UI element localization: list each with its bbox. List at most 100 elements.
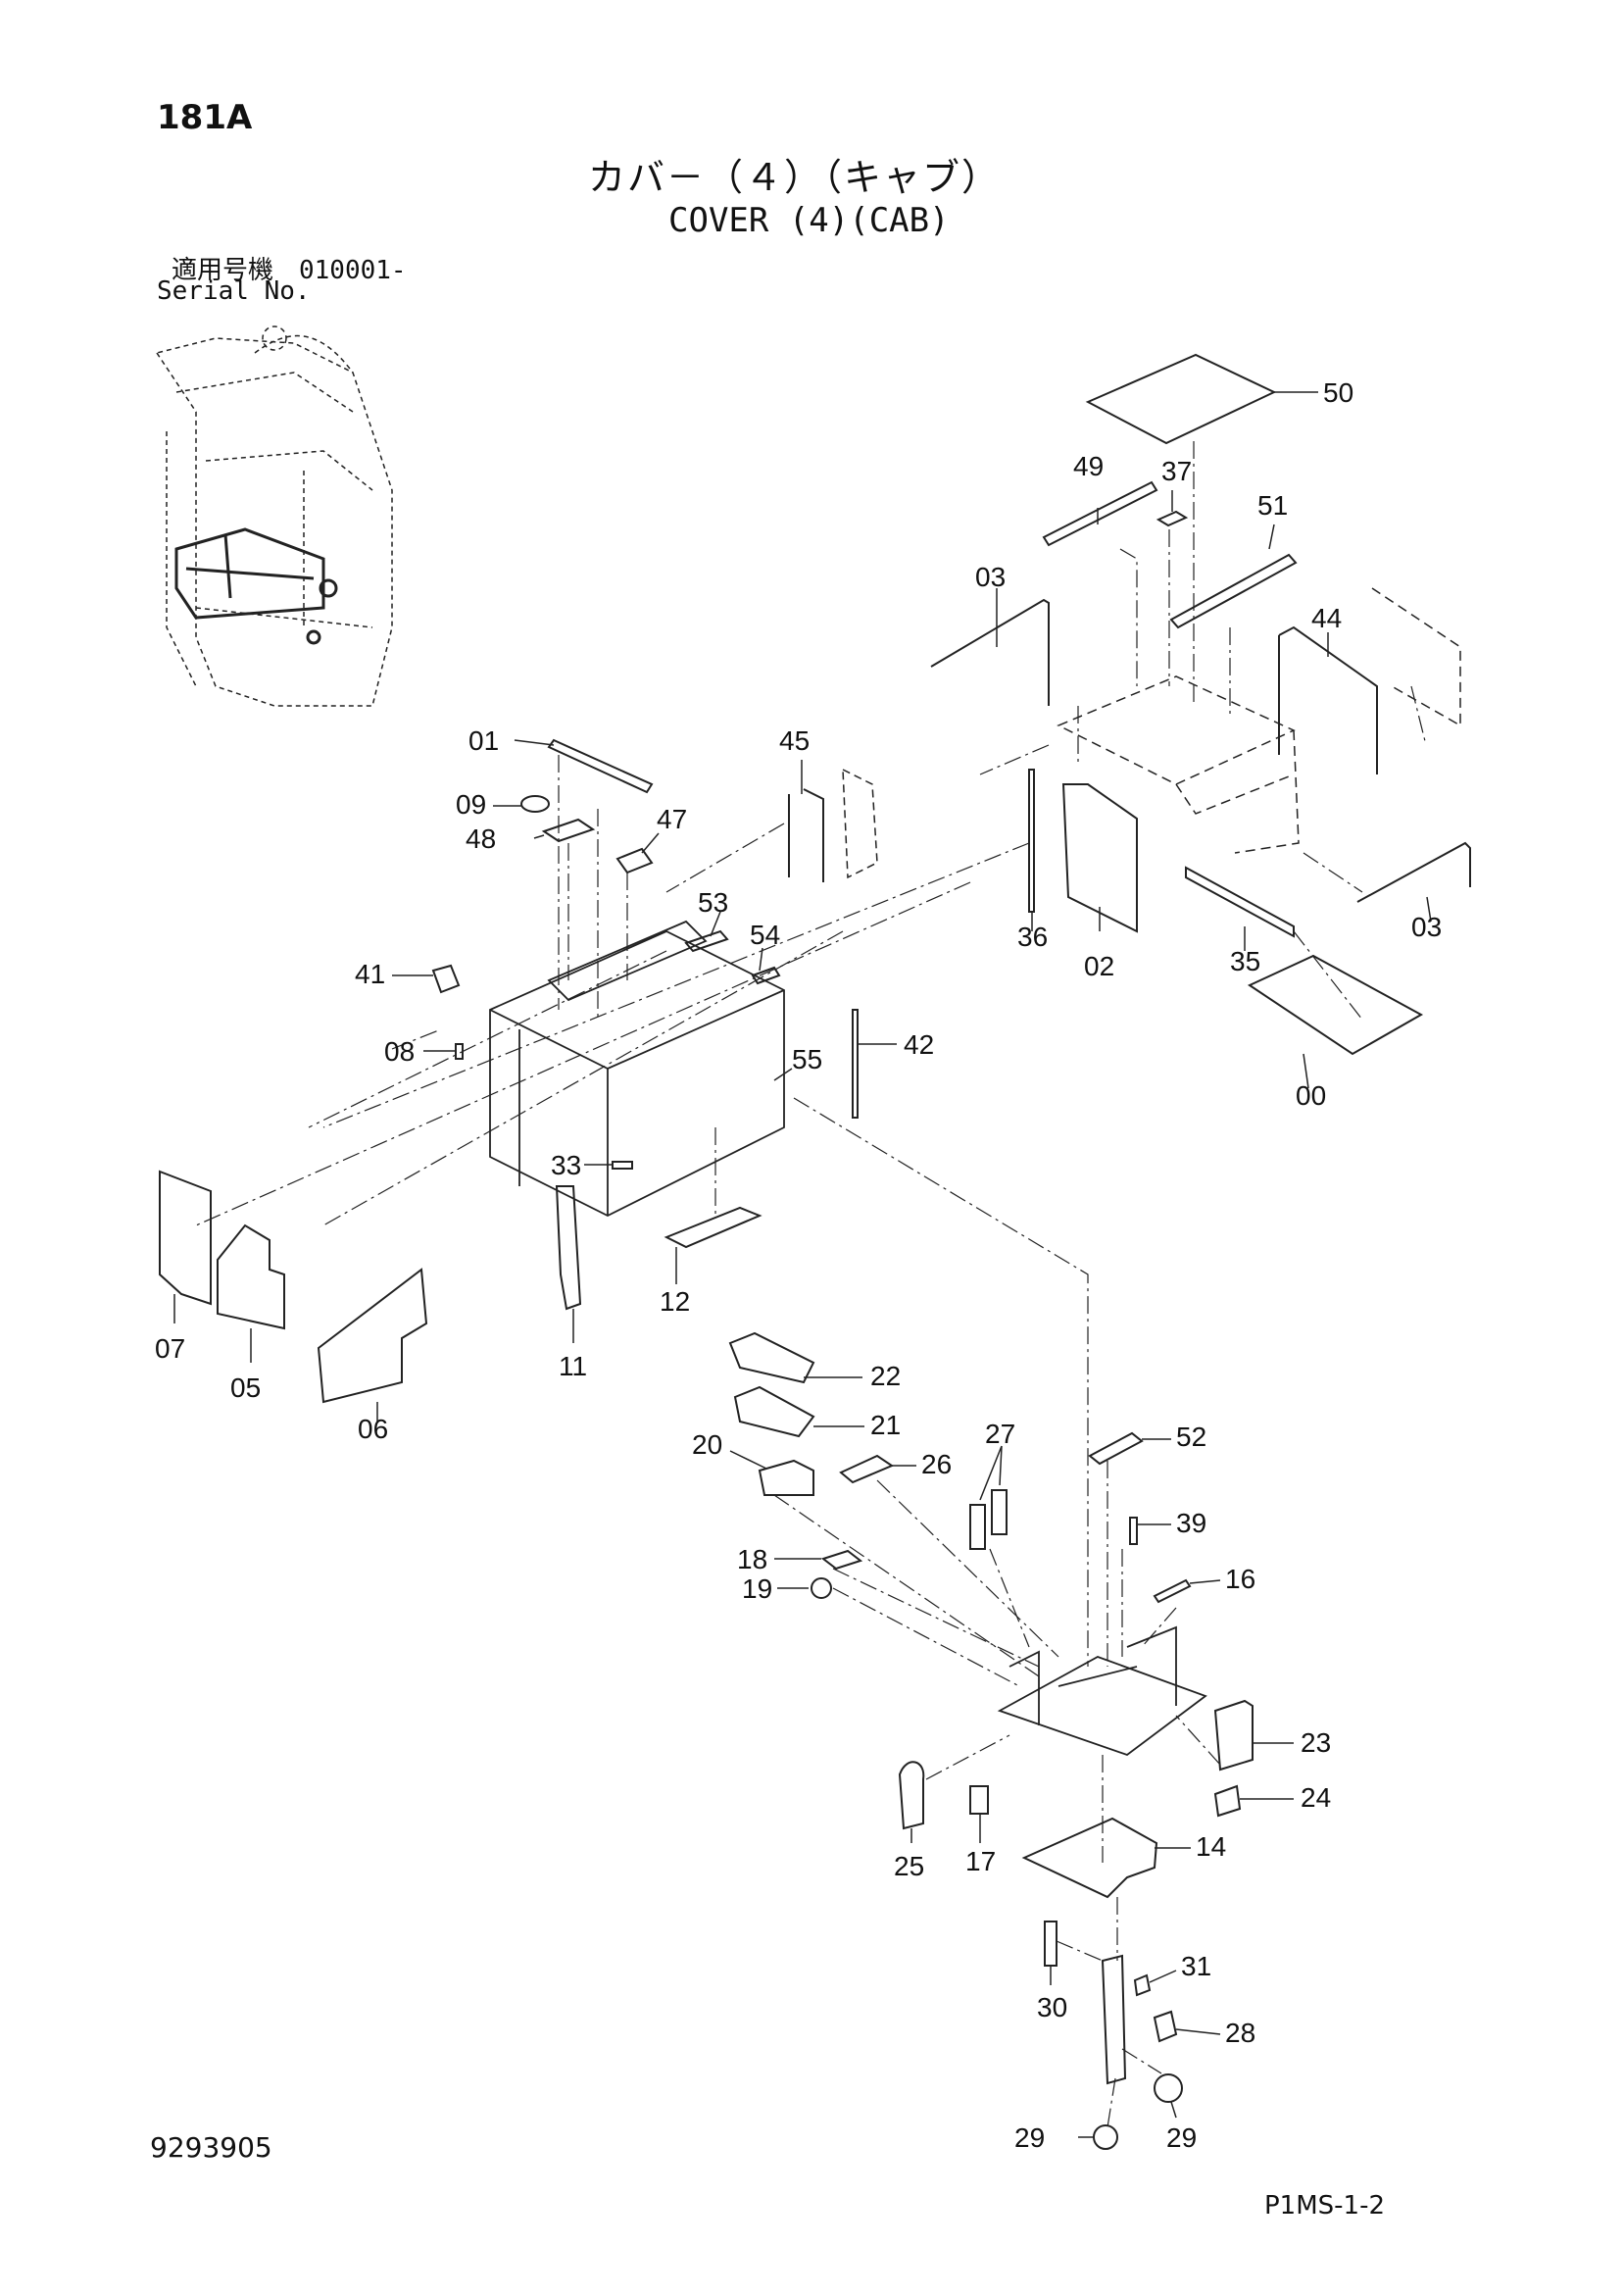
part-label: 16 [1225,1564,1255,1594]
part-51-strip [1169,553,1298,629]
part-07-panel [159,1170,212,1306]
part-45-panel [842,768,878,879]
part-02-panel [1061,783,1138,933]
part-06-panels [317,1268,428,1404]
part-42-strip [852,1009,859,1119]
part-24-connector [1213,1784,1242,1818]
highlighted-assembly-thumbnail [174,527,338,645]
part-label: 03 [975,562,1006,592]
part-label: 20 [692,1429,722,1460]
part-11-bracket [555,1185,582,1311]
part-03-seal-upper [930,598,1050,706]
part-label: 55 [792,1044,822,1074]
part-label: 26 [921,1449,952,1479]
part-53-pad [684,929,729,953]
page-title-english: COVER (4)(CAB) [668,201,950,240]
part-label: 39 [1176,1508,1206,1538]
part-label: 06 [358,1414,388,1444]
part-23-relay [1213,1699,1254,1772]
part-label: 11 [559,1351,587,1381]
part-label: 09 [456,789,486,820]
part-09-cap [520,795,550,813]
part-label: 27 [985,1419,1015,1449]
part-25-hose [898,1761,925,1830]
part-20-block [758,1459,814,1496]
part-31-clip [1133,1973,1152,1997]
part-18-pad [820,1549,863,1571]
part-label: 41 [355,959,385,989]
part-label: 02 [1084,951,1114,981]
part-label: 08 [384,1036,415,1067]
part-17-fuse [969,1785,989,1815]
part-label: 03 [1411,912,1442,942]
part-label: 47 [657,804,687,834]
part-label: 14 [1196,1831,1226,1862]
part-label: 28 [1225,2018,1255,2048]
part-29-grommet-right [1154,2073,1183,2103]
part-39-pin [1129,1517,1138,1545]
page-reference: P1MS-1-2 [1264,2191,1386,2221]
part-label: 29 [1166,2122,1197,2153]
part-48-pad [541,818,596,843]
part-label: 05 [230,1373,261,1403]
part-28-cap [1153,2010,1178,2043]
document-number: 9293905 [150,2131,272,2164]
part-19-grommet [811,1577,832,1599]
part-49-strip [1042,480,1158,547]
part-27-fuse-left [969,1504,986,1550]
part-21-pad [733,1385,815,1438]
main-frame-assembly [489,920,785,1218]
page-title-japanese: カバ－（４）（キャブ） [588,156,1002,199]
leader-lines [173,391,1432,2138]
part-41-clip [431,964,461,994]
part-29-grommet-left [1093,2124,1118,2150]
part-50-plate [1085,353,1277,445]
part-26-bracket [839,1454,895,1484]
part-label: 30 [1037,1992,1067,2022]
assembly-guide-lines [195,441,1427,2128]
part-44-frame [1278,625,1378,774]
part-label: 00 [1296,1080,1326,1111]
part-27-fuse-right [991,1489,1008,1535]
page-code: 181A [157,98,253,137]
harness-bracket [1101,1954,1127,2085]
part-label: 45 [779,725,810,756]
part-08-pin [455,1043,464,1060]
part-label: 48 [466,824,496,854]
part-00-plate [1247,954,1424,1056]
part-label: 29 [1014,2122,1045,2153]
part-label: 53 [698,887,728,918]
part-37-pad [1156,510,1189,527]
part-label: 19 [742,1573,772,1604]
part-52-pad [1088,1431,1144,1466]
part-label: 01 [468,725,499,756]
part-label: 44 [1311,603,1342,633]
part-label: 25 [894,1851,924,1881]
central-deck-outline [1057,587,1461,854]
part-label: 42 [904,1029,934,1060]
part-01-bracket [547,738,654,794]
part-35-bar [1185,866,1295,938]
part-label: 35 [1230,946,1260,976]
part-label: 31 [1181,1951,1211,1981]
relay-bracket-assembly [997,1625,1207,1757]
cab-overview-thumbnail [155,325,393,707]
part-label: 36 [1017,922,1048,952]
part-05-panel [217,1223,285,1330]
part-label: 18 [737,1544,767,1574]
part-label: 49 [1073,451,1104,481]
part-36-strip [1028,769,1035,913]
part-30-clip [1044,1921,1057,1967]
serial-label-english: Serial No. [157,276,311,306]
part-label: 22 [870,1361,901,1391]
part-12-pad [664,1206,762,1249]
part-33-clip [612,1161,633,1170]
part-label: 23 [1301,1727,1331,1758]
part-22-bracket [728,1331,815,1384]
part-label: 52 [1176,1422,1206,1452]
part-label: 54 [750,920,780,950]
part-label: 24 [1301,1782,1331,1813]
part-label: 50 [1323,377,1353,408]
part-label: 07 [155,1333,185,1364]
